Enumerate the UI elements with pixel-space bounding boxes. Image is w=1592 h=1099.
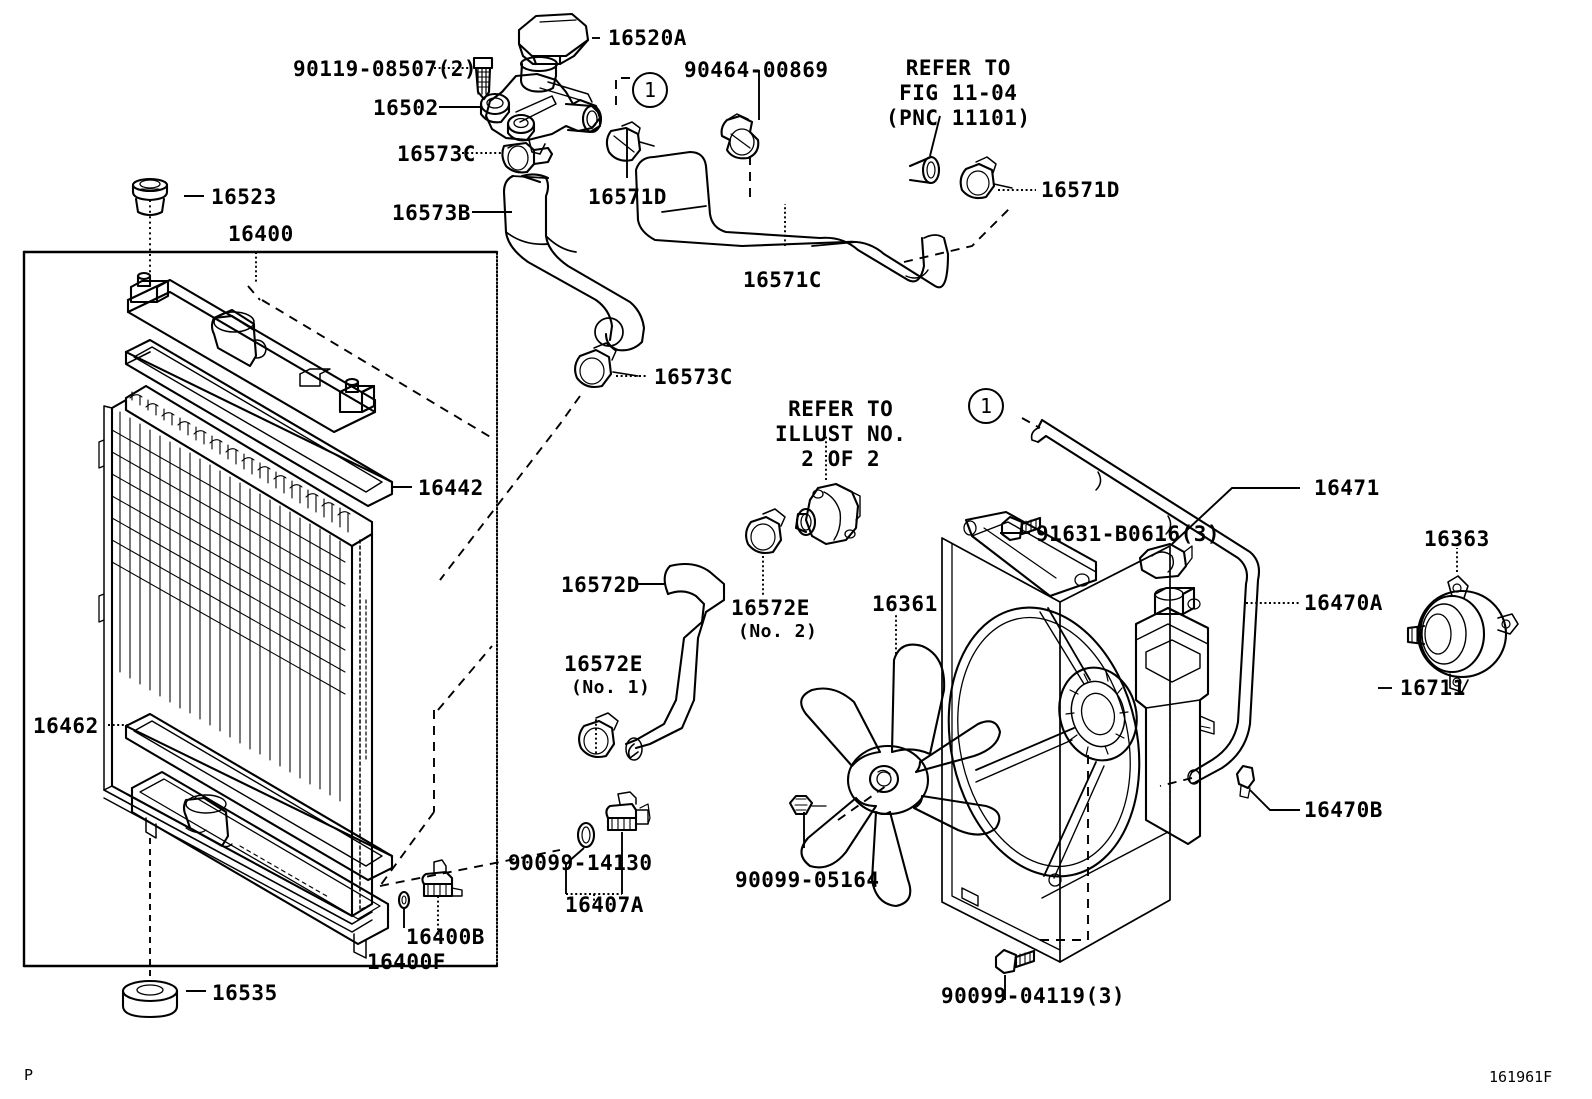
note-line: REFER TO	[905, 56, 1011, 80]
note-line: 2 OF 2	[801, 446, 881, 471]
clip-16470b	[1235, 764, 1256, 799]
label-16573c-top: 16573C	[397, 142, 476, 166]
bolt-90099-04119	[994, 948, 1036, 975]
note-line: FIG 11-04	[899, 80, 1018, 105]
label-16523: 16523	[211, 185, 277, 209]
label-16470b: 16470B	[1304, 798, 1383, 822]
label-16573c-mid: 16573C	[654, 365, 733, 389]
label-90099-14130: 90099-14130	[508, 851, 653, 875]
plug-16407a	[605, 791, 651, 832]
label-16535: 16535	[212, 981, 278, 1005]
note-line: ILLUST NO.	[775, 421, 907, 446]
clamp-16571d-left	[605, 121, 655, 162]
label-16711: 16711	[1400, 676, 1466, 700]
clamp-90464-00869	[720, 113, 760, 160]
hose-16573b	[502, 173, 646, 352]
note-line: (PNC 11101)	[886, 105, 1031, 130]
water-inlet-housing	[794, 482, 861, 546]
hose-16470a	[1030, 418, 1261, 785]
label-16572e-no2-sub: (No. 2)	[738, 621, 818, 642]
radiator-core	[98, 384, 374, 933]
label-16572e-no2: 16572E	[731, 596, 810, 620]
pipe-stub-11101	[908, 155, 941, 185]
grommet-16535	[121, 979, 179, 1019]
clamp-16572e-no1	[578, 712, 619, 759]
label-91631-b0616: 91631-B0616(3)	[1036, 522, 1221, 546]
hose-16571c	[634, 150, 950, 289]
label-16361: 16361	[872, 592, 938, 616]
label-16442: 16442	[418, 476, 484, 500]
label-16571c: 16571C	[743, 268, 822, 292]
label-16470a: 16470A	[1304, 591, 1383, 615]
radiator-upper-tank	[126, 271, 377, 434]
label-16407a: 16407A	[565, 893, 644, 917]
label-16462: 16462	[33, 714, 99, 738]
clamp-16572e-no2	[745, 508, 786, 555]
water-outlet-16502	[479, 55, 603, 155]
note-refer-to-illust: REFER TO ILLUST NO. 2 OF 2	[775, 397, 906, 471]
label-90464-00869: 90464-00869	[684, 58, 829, 82]
figure-code: 161961F	[1489, 1068, 1553, 1086]
label-16400f: 16400F	[367, 950, 446, 974]
cooling-fan-16361	[800, 643, 1002, 908]
reservoir-tank	[1134, 586, 1215, 846]
fan-shroud-16711	[941, 510, 1171, 963]
label-16571d-left: 16571D	[588, 185, 667, 209]
label-16573b: 16573B	[392, 201, 471, 225]
bolt-90119-08507	[472, 56, 494, 101]
callout-marker-text: 1	[643, 78, 657, 102]
clamp-16571d-right	[959, 156, 1013, 200]
label-16400: 16400	[228, 222, 294, 246]
radiator-lower-tank	[130, 770, 390, 959]
label-90119-08507: 90119-08507(2)	[293, 57, 478, 81]
callout-marker-1-right: 1	[968, 388, 1004, 424]
nut-90099-05164	[788, 794, 827, 816]
label-16502: 16502	[373, 96, 439, 120]
grommet-16523	[131, 177, 169, 217]
callout-marker-1-top: 1	[632, 72, 668, 108]
label-16363: 16363	[1424, 527, 1490, 551]
label-16572d: 16572D	[561, 573, 640, 597]
clamp-16573c-top	[501, 141, 554, 174]
gasket-16462	[124, 712, 394, 882]
note-refer-to-fig: REFER TO FIG 11-04 (PNC 11101)	[886, 56, 1031, 130]
oring-90099-14130	[576, 821, 596, 849]
label-16571d-right: 16571D	[1041, 178, 1120, 202]
label-16572e-no1: 16572E	[564, 652, 643, 676]
label-16471: 16471	[1314, 476, 1380, 500]
radiator-cap-16520a	[517, 12, 590, 66]
bolt-91631-b0616	[1000, 515, 1042, 542]
page-mark: P	[24, 1066, 34, 1084]
fan-motor-16363	[1406, 575, 1519, 693]
clamp-16573c-mid	[574, 342, 639, 389]
hose-16572d	[624, 562, 726, 761]
reservoir-clip-16471	[1138, 542, 1193, 580]
callout-marker-text: 1	[979, 394, 993, 418]
radiator-assembly-box	[22, 250, 499, 968]
gasket-16442	[124, 338, 394, 508]
label-90099-04119: 90099-04119(3)	[941, 984, 1126, 1008]
label-16520a: 16520A	[608, 26, 687, 50]
note-line: REFER TO	[788, 397, 894, 421]
label-16572e-no1-sub: (No. 1)	[571, 677, 651, 698]
drain-cock-16400b	[397, 859, 463, 910]
label-16400b: 16400B	[406, 925, 485, 949]
label-90099-05164: 90099-05164	[735, 868, 880, 892]
